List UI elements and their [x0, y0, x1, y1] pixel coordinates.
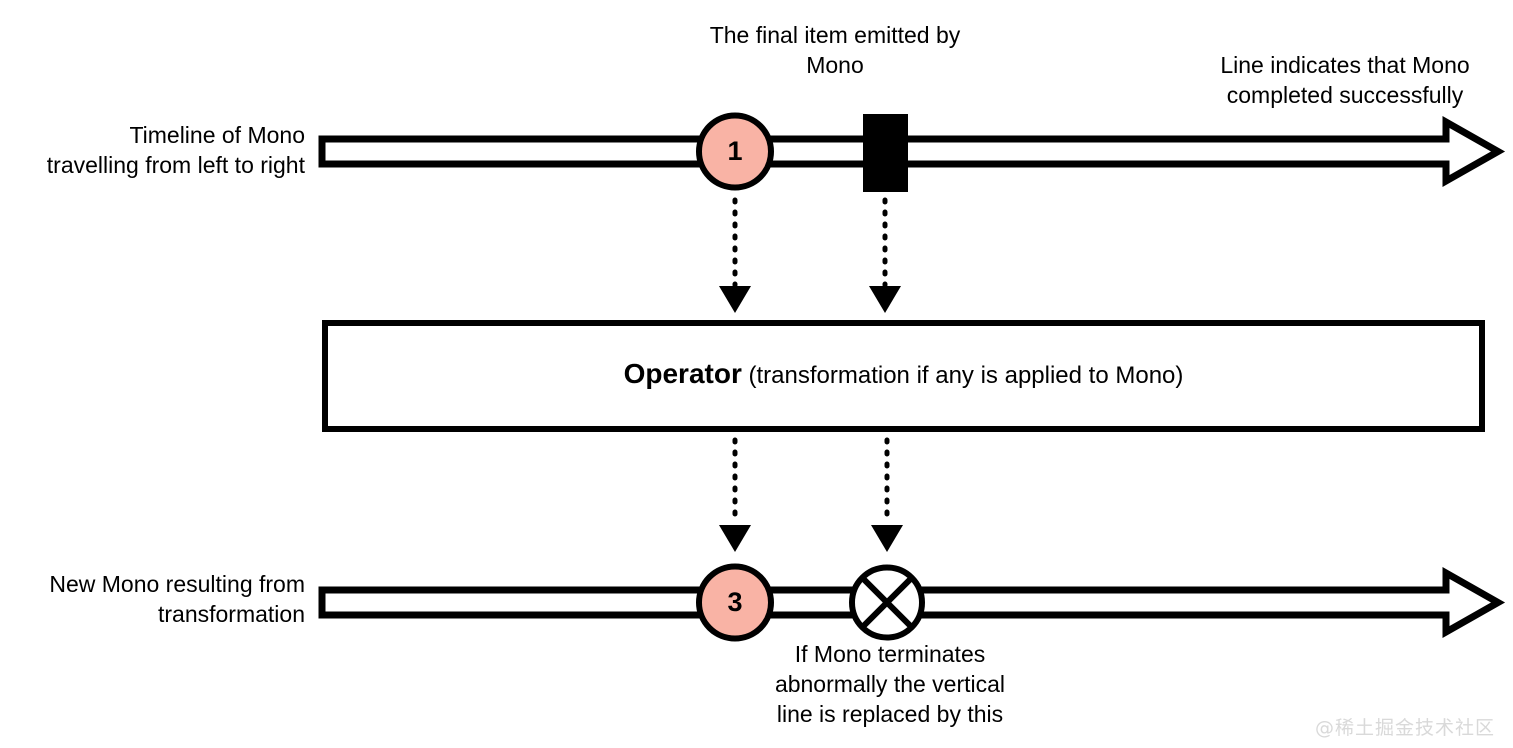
- operator-box: [322, 320, 1485, 432]
- operator-label: Operator: [623, 358, 742, 389]
- label-mono-terminates-abnormally: If Mono terminates abnormally the vertic…: [774, 641, 1006, 727]
- label-new-mono-resulting: New Mono resulting from transformation: [49, 571, 305, 627]
- connector-operator-to-result-error: [871, 437, 903, 552]
- source-mono-timeline: [318, 115, 1506, 188]
- connector-completion-to-operator: [869, 197, 901, 313]
- source-completion-marker: [863, 114, 908, 192]
- result-item-circle: [696, 563, 774, 642]
- label-line-indicates-completion: Line indicates that Mono completed succe…: [1220, 52, 1470, 108]
- operator-box-text: Operator (transformation if any is appli…: [322, 358, 1485, 390]
- source-timeline-arrow: [318, 115, 1506, 188]
- source-item-circle: [696, 112, 774, 191]
- connector-operator-to-result-item: [719, 437, 751, 552]
- label-final-item-emitted: The final item emitted by Mono: [709, 22, 961, 78]
- connector-item-to-operator: [719, 197, 751, 313]
- label-timeline-of-mono: Timeline of Mono travelling from left to…: [46, 122, 305, 178]
- operator-sublabel: (transformation if any is applied to Mon…: [741, 362, 1184, 389]
- result-error-marker-circle-x: [849, 564, 925, 641]
- watermark: @稀土掘金技术社区: [1314, 717, 1495, 739]
